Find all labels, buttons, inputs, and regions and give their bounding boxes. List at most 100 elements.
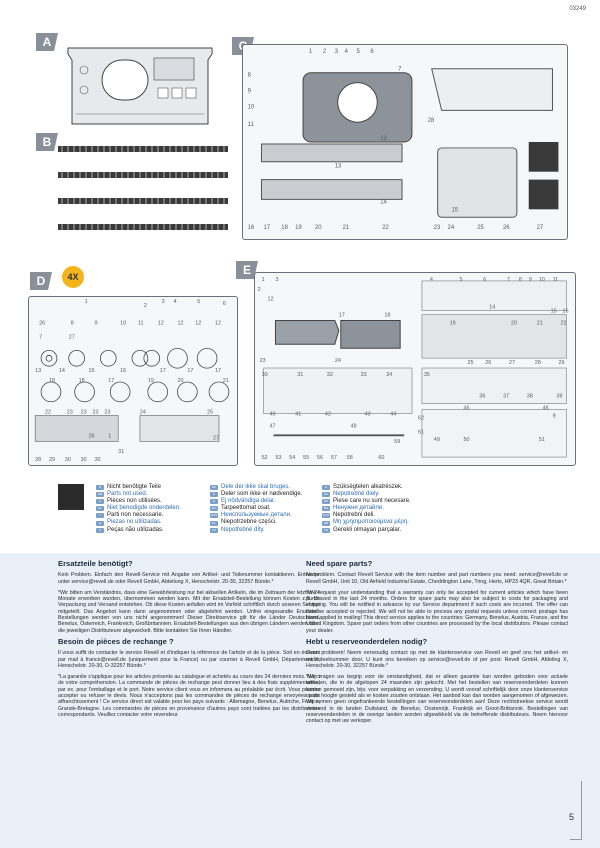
svg-text:11: 11 — [553, 277, 559, 283]
svg-text:30: 30 — [65, 457, 71, 463]
svg-text:30: 30 — [262, 372, 268, 378]
svg-text:17: 17 — [108, 378, 114, 384]
svg-text:2: 2 — [323, 49, 326, 55]
svg-text:18: 18 — [49, 378, 55, 384]
svg-text:26: 26 — [503, 225, 510, 231]
svg-text:55: 55 — [303, 455, 309, 461]
svg-text:36: 36 — [479, 394, 485, 400]
svg-text:56: 56 — [317, 455, 323, 461]
svg-text:7: 7 — [398, 67, 401, 73]
svg-text:29: 29 — [49, 457, 55, 463]
page-number: 5 — [568, 812, 574, 822]
svg-text:12: 12 — [195, 321, 201, 327]
svg-text:10: 10 — [248, 104, 255, 110]
svg-text:6: 6 — [223, 301, 226, 307]
flag-icon: P — [96, 527, 104, 533]
svg-text:31: 31 — [297, 372, 303, 378]
svg-text:27: 27 — [509, 360, 515, 366]
svg-text:20: 20 — [177, 378, 183, 384]
svg-text:8: 8 — [519, 277, 522, 283]
svg-text:61: 61 — [418, 429, 424, 435]
svg-text:18: 18 — [384, 313, 390, 319]
svg-text:25: 25 — [207, 410, 213, 416]
svg-text:28: 28 — [428, 118, 435, 124]
spare-parts-intro-fr: Il vous suffit de contacter le service R… — [58, 650, 320, 669]
flag-icon: SK — [322, 492, 330, 498]
svg-text:50: 50 — [463, 437, 469, 443]
svg-text:19: 19 — [450, 320, 456, 326]
svg-text:13: 13 — [335, 164, 342, 170]
flag-icon: DK — [210, 485, 218, 491]
svg-text:22: 22 — [382, 225, 389, 231]
spare-parts-title-en: Need spare parts? — [306, 559, 373, 568]
svg-text:9: 9 — [529, 277, 532, 283]
quantity-badge: 4X — [62, 266, 84, 288]
svg-text:44: 44 — [390, 412, 396, 418]
svg-text:27: 27 — [537, 225, 544, 231]
svg-text:12: 12 — [268, 297, 274, 303]
svg-text:24: 24 — [140, 410, 146, 416]
svg-text:14: 14 — [380, 199, 387, 205]
svg-text:20: 20 — [315, 225, 322, 231]
svg-text:21: 21 — [537, 320, 543, 326]
svg-text:19: 19 — [295, 225, 302, 231]
svg-text:53: 53 — [275, 455, 281, 461]
flag-icon: S — [210, 499, 218, 505]
unused-parts-swatch — [58, 484, 84, 510]
svg-text:42: 42 — [325, 412, 331, 418]
svg-text:23: 23 — [260, 358, 266, 364]
svg-text:12: 12 — [215, 321, 221, 327]
svg-text:10: 10 — [539, 277, 545, 283]
flag-icon: PL — [210, 520, 218, 526]
svg-text:23: 23 — [92, 410, 98, 416]
flag-icon: GB — [96, 492, 104, 498]
spare-parts-right-column: Need spare parts? No problem. Contact Re… — [306, 559, 568, 730]
spare-parts-title-de: Ersatzteile benötigt? — [58, 559, 133, 568]
svg-text:3: 3 — [335, 49, 339, 55]
flag-icon: RO — [322, 499, 330, 505]
svg-text:23: 23 — [81, 410, 87, 416]
svg-text:7: 7 — [507, 277, 510, 283]
svg-text:5: 5 — [357, 49, 361, 55]
svg-text:8: 8 — [248, 73, 252, 79]
svg-text:14: 14 — [489, 305, 495, 311]
svg-text:17: 17 — [215, 368, 221, 374]
svg-text:6: 6 — [370, 49, 374, 55]
spare-parts-intro-de: Kein Problem. Einfach den Revell-Service… — [58, 572, 320, 585]
svg-text:32: 32 — [327, 372, 333, 378]
spare-parts-title-nl: Hebt u reserveonderdelen nodig? — [306, 636, 428, 646]
svg-text:6: 6 — [483, 277, 486, 283]
svg-text:3: 3 — [162, 299, 165, 305]
svg-text:22: 22 — [45, 410, 51, 416]
svg-text:23: 23 — [104, 410, 110, 416]
svg-text:18: 18 — [79, 378, 85, 384]
spare-parts-left-column: Ersatzteile benötigt? Kein Problem. Einf… — [58, 559, 320, 723]
svg-text:2: 2 — [144, 303, 147, 309]
svg-text:16: 16 — [120, 368, 126, 374]
flag-icon: I — [96, 513, 104, 519]
flag-icon: CZ — [210, 527, 218, 533]
spare-parts-terms-fr: *La garantie s'applique pour les article… — [58, 674, 320, 718]
svg-text:11: 11 — [248, 122, 254, 128]
track-drawing — [58, 146, 228, 230]
svg-text:46: 46 — [543, 406, 549, 412]
spare-parts-section: Ersatzteile benötigt? Kein Problem. Einf… — [0, 553, 600, 848]
spare-parts-terms-en: *We request your understanding that a wa… — [306, 589, 568, 634]
svg-text:47: 47 — [270, 423, 276, 429]
flag-icon: E — [96, 520, 104, 526]
svg-text:39: 39 — [557, 394, 563, 400]
svg-text:52: 52 — [262, 455, 268, 461]
svg-text:22: 22 — [560, 320, 566, 326]
corner-divider — [581, 781, 582, 839]
svg-text:60: 60 — [378, 455, 384, 461]
